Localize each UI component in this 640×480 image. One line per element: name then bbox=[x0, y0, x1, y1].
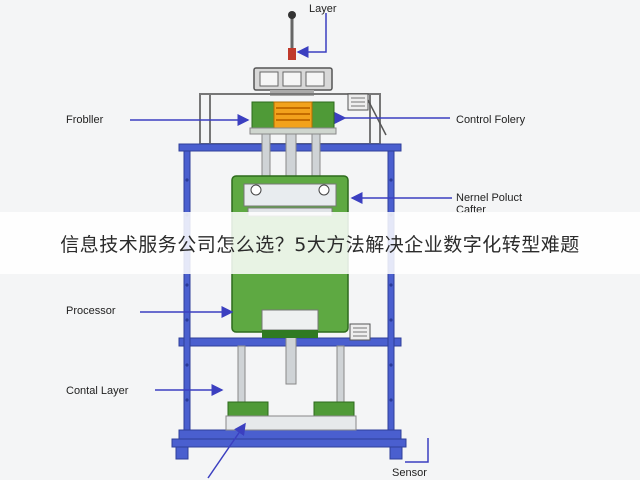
top-cap bbox=[253, 67, 333, 96]
label-control-folery: Control Folery bbox=[456, 114, 526, 126]
label-processor: Processor bbox=[66, 305, 116, 317]
banner-title: 信息技术服务公司怎么选？5大方法解决企业数字化转型难题 bbox=[60, 233, 580, 256]
label-nernel-line1: Nernel Poluct bbox=[456, 192, 522, 204]
title-banner: 信息技术服务公司怎么选？5大方法解决企业数字化转型难题 bbox=[0, 212, 640, 274]
label-contal-layer: Contal Layer bbox=[66, 385, 129, 397]
lower-section bbox=[225, 345, 357, 431]
label-frobller: Frobller bbox=[66, 114, 104, 126]
label-layer: Layer bbox=[309, 3, 337, 15]
callout-arrows bbox=[130, 13, 452, 479]
probe-rod bbox=[288, 11, 296, 60]
frobller-block bbox=[249, 101, 337, 135]
label-sensor: Sensor bbox=[392, 467, 427, 479]
control-box-mid bbox=[349, 323, 371, 341]
